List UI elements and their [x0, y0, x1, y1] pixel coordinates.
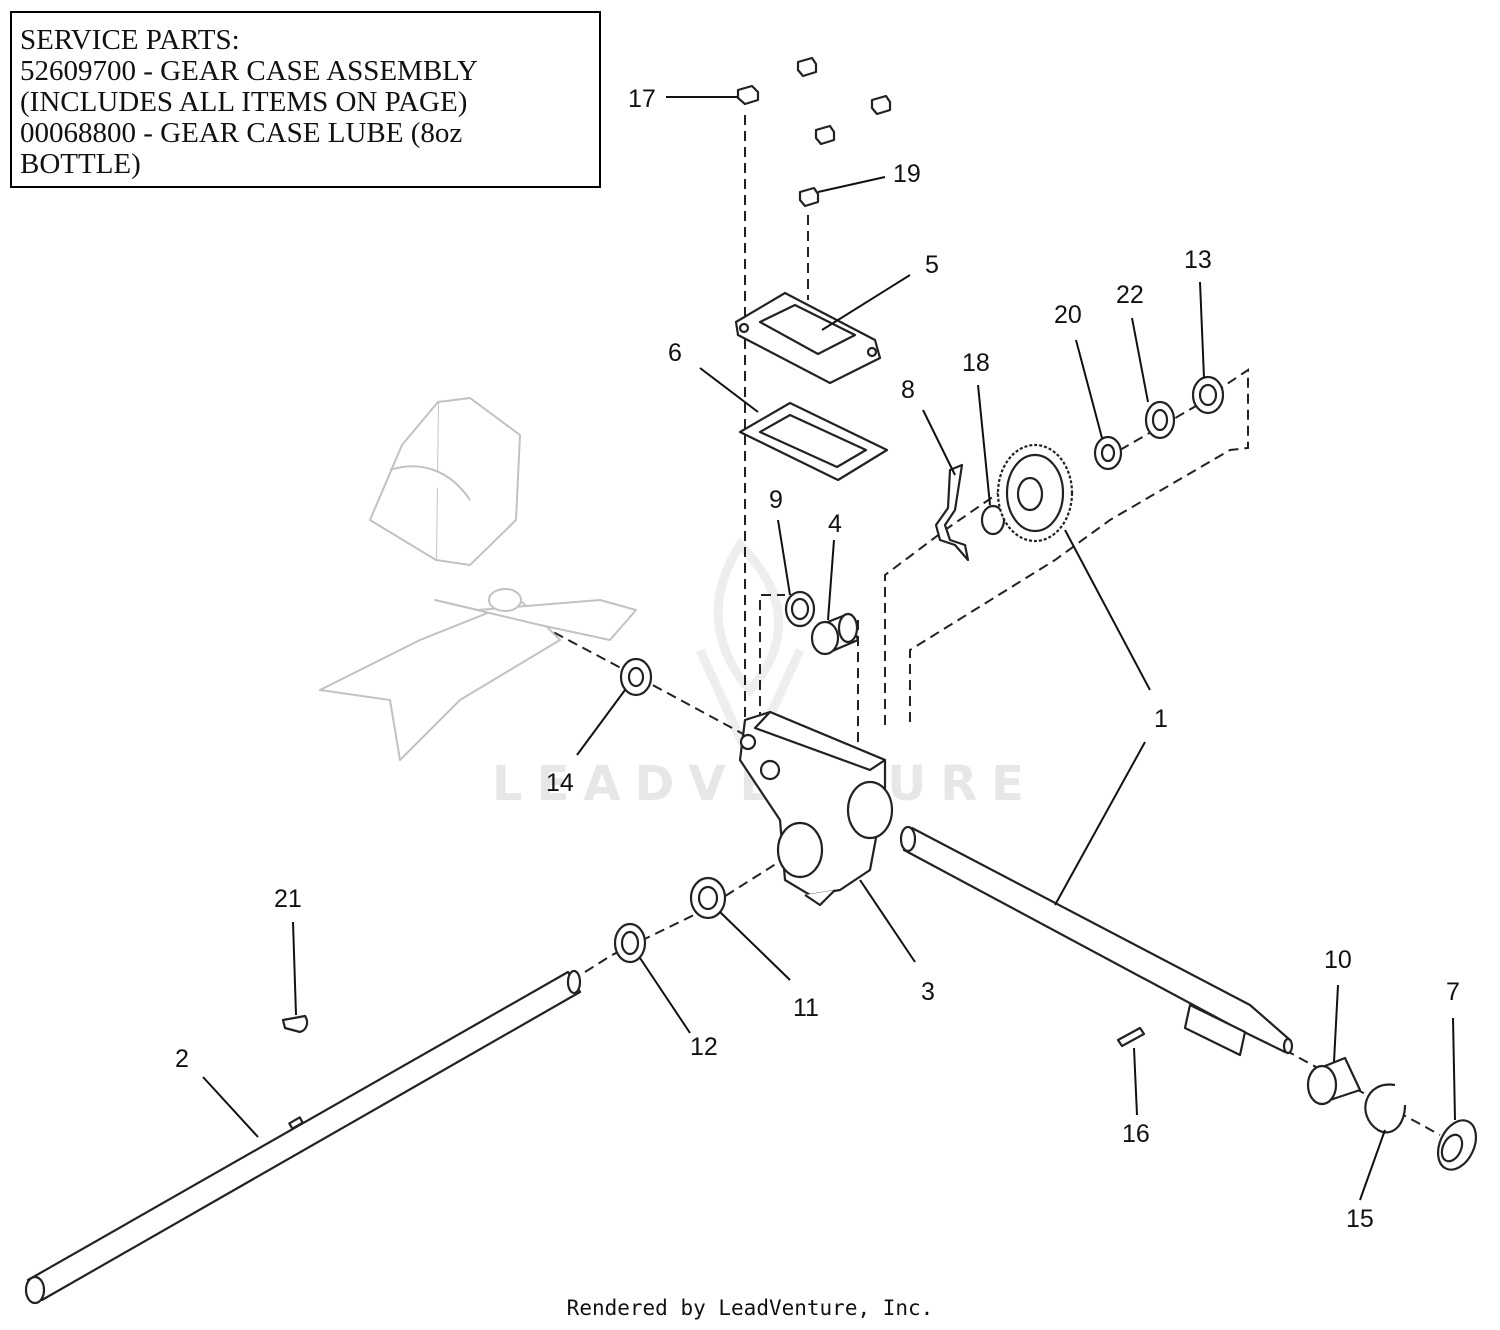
- includes-all-items-line: (INCLUDES ALL ITEMS ON PAGE): [20, 86, 468, 118]
- callout-10: 10: [1324, 946, 1352, 974]
- part-3-gear-case: [738, 710, 894, 907]
- part-10-washer: [1306, 1056, 1362, 1106]
- callout-8: 8: [901, 376, 915, 404]
- part-2-auger-shaft: [24, 969, 582, 1305]
- leader-lines: [202, 96, 1456, 1201]
- callout-5: 5: [925, 251, 939, 279]
- part-4-bushing: [810, 612, 860, 656]
- callout-20: 20: [1054, 301, 1082, 329]
- callout-11: 11: [793, 994, 819, 1022]
- part-15-retaining-ring: [1364, 1083, 1407, 1134]
- part-14-bearing: [619, 657, 653, 697]
- part-21-key: [281, 1014, 309, 1034]
- callout-17: 17: [628, 85, 656, 113]
- assembly-axes: [539, 115, 1441, 1136]
- part-1-worm-gear: [996, 443, 1074, 543]
- service-parts-heading: SERVICE PARTS:: [20, 24, 240, 56]
- part-13-bearing: [1191, 375, 1225, 415]
- callout-4: 4: [828, 510, 842, 538]
- bottle-line: BOTTLE): [20, 148, 141, 180]
- footer-credit: Rendered by LeadVenture, Inc.: [566, 1296, 934, 1320]
- part-12-thrust-washer: [613, 922, 647, 964]
- part-7-end-cap: [1436, 1119, 1478, 1171]
- auger-reference-ghost: [319, 397, 637, 761]
- callout-16: 16: [1122, 1120, 1150, 1148]
- part-20-washer: [1093, 435, 1123, 471]
- part-6-gasket: [738, 401, 889, 482]
- cover-bolts: [796, 56, 892, 146]
- callout-6: 6: [668, 339, 682, 367]
- part-22-bushing: [1144, 400, 1176, 440]
- callout-2: 2: [175, 1045, 189, 1073]
- callout-22: 22: [1116, 281, 1144, 309]
- callout-18: 18: [962, 349, 990, 377]
- callout-numbers: 17 19 5 6 8 18 20 22 13 9 4 14 1 21 2 12…: [175, 85, 1460, 1233]
- callout-13: 13: [1184, 246, 1212, 274]
- callout-21: 21: [274, 885, 302, 913]
- part-9-seal: [784, 590, 816, 628]
- part-11-bearing: [689, 876, 727, 920]
- part-8-key: [934, 463, 970, 562]
- part-16-roll-pin: [1116, 1026, 1146, 1048]
- part-1-worm-shaft: [899, 825, 1294, 1057]
- callout-9: 9: [769, 486, 783, 514]
- gear-case-lube-line: 00068800 - GEAR CASE LUBE (8oz: [20, 117, 463, 149]
- callout-3: 3: [921, 978, 935, 1006]
- service-parts-box: SERVICE PARTS: 52609700 - GEAR CASE ASSE…: [10, 11, 601, 188]
- part-17-bolt: [736, 84, 760, 106]
- callout-7: 7: [1446, 978, 1460, 1006]
- callout-1: 1: [1154, 705, 1168, 733]
- callout-19: 19: [893, 160, 921, 188]
- gear-case-assembly-line: 52609700 - GEAR CASE ASSEMBLY: [20, 55, 478, 87]
- callout-15: 15: [1346, 1205, 1374, 1233]
- callout-12: 12: [690, 1033, 718, 1061]
- callout-14: 14: [546, 769, 574, 797]
- part-5-cover: [734, 291, 882, 385]
- part-19-bolt: [798, 186, 820, 208]
